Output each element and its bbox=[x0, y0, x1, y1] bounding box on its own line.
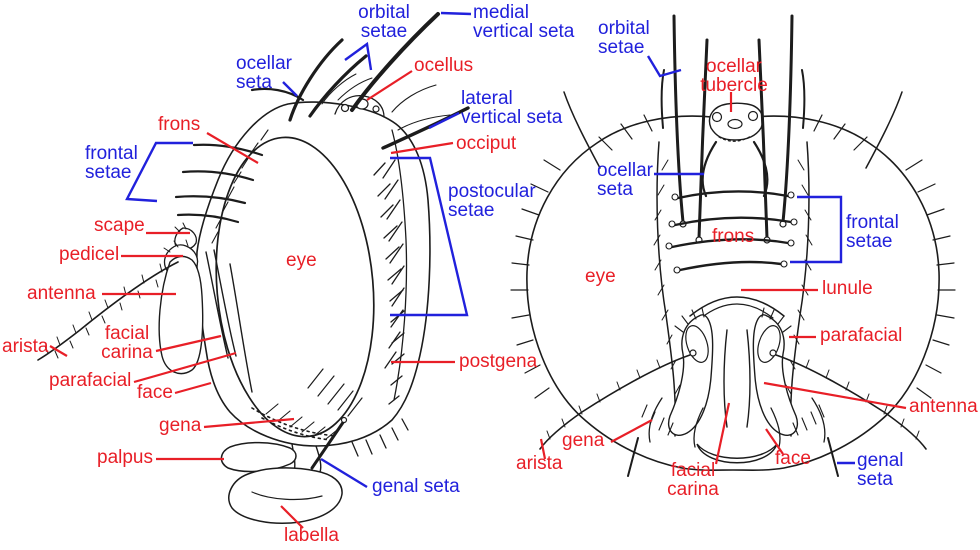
frontal-antennae bbox=[539, 307, 927, 450]
label-frontal-frons: frons bbox=[712, 226, 755, 247]
orbital-seta-bristle bbox=[308, 54, 368, 118]
arista-bristle bbox=[37, 261, 179, 361]
label-frontal-frontal-setae: frontal setae bbox=[846, 212, 899, 252]
label-frontal-eye: eye bbox=[585, 266, 616, 287]
medial-vertical-seta-bristle bbox=[350, 12, 440, 112]
label-lateral-eye: eye bbox=[286, 250, 317, 271]
frons-margins bbox=[656, 141, 810, 437]
label-frontal-ocellar-seta: ocellar seta bbox=[597, 160, 653, 200]
label-lateral-facial-carina: facial carina bbox=[101, 323, 153, 363]
ocellar-tubercle-shape bbox=[708, 102, 764, 142]
lateral-mouthparts bbox=[220, 441, 343, 524]
label-lateral-antenna: antenna bbox=[27, 283, 96, 304]
label-frontal-orbital-setae: orbital setae bbox=[598, 18, 650, 58]
label-lateral-postgena: postgena bbox=[459, 351, 538, 372]
label-frontal-lunule: lunule bbox=[822, 278, 873, 299]
flagellomere-shape bbox=[158, 255, 204, 375]
label-frontal-facial-carina: facial carina bbox=[667, 460, 719, 500]
orbital-seta-bristle bbox=[288, 38, 344, 122]
frontal-orbital-setae bbox=[660, 14, 806, 244]
label-lateral-arista: arista bbox=[2, 336, 49, 357]
frontal-frontal-setae bbox=[665, 190, 798, 274]
label-lateral-genal-seta: genal seta bbox=[372, 476, 460, 497]
frons-hatch-band bbox=[211, 129, 269, 244]
palpus-shape bbox=[220, 441, 297, 473]
label-frontal-parafacial: parafacial bbox=[820, 325, 903, 346]
lunule-inner-line bbox=[700, 303, 774, 319]
label-lateral-lateral-vertical-seta: lateral vertical seta bbox=[461, 88, 563, 128]
label-frontal-arista: arista bbox=[516, 453, 563, 474]
frontal-margin-bristles bbox=[510, 91, 956, 477]
lateral-view-drawing bbox=[37, 12, 470, 524]
leader-lines-frontal bbox=[539, 55, 907, 465]
label-frontal-face: face bbox=[775, 448, 811, 469]
lateral-antenna bbox=[37, 222, 204, 375]
label-lateral-labella: labella bbox=[284, 525, 339, 546]
label-lateral-orbital-setae: orbital setae bbox=[358, 2, 410, 42]
label-frontal-gena: gena bbox=[562, 430, 605, 451]
label-lateral-palpus: palpus bbox=[97, 447, 153, 468]
label-lateral-occiput: occiput bbox=[456, 133, 517, 154]
label-frontal-genal-seta: genal seta bbox=[857, 450, 904, 490]
label-frontal-ocellar-tubercle: ocellar tubercle bbox=[700, 56, 768, 96]
lunule-shape bbox=[689, 296, 785, 317]
label-lateral-scape: scape bbox=[94, 215, 145, 236]
postocular-setae-bristles bbox=[351, 159, 409, 457]
label-lateral-parafacial: parafacial bbox=[49, 370, 132, 391]
labella-shape bbox=[228, 467, 343, 524]
label-lateral-frons: frons bbox=[158, 114, 201, 135]
label-lateral-ocellar-seta: ocellar seta bbox=[236, 53, 292, 93]
arista-right-bristle bbox=[775, 354, 927, 450]
label-lateral-face: face bbox=[137, 382, 173, 403]
genal-seta-bristle bbox=[310, 416, 348, 470]
lateral-frontal-setae bbox=[174, 143, 264, 224]
frontal-head-outline bbox=[526, 115, 940, 471]
label-frontal-antenna: antenna bbox=[909, 396, 978, 417]
frontal-genal-seta-bristles bbox=[627, 437, 839, 477]
label-lateral-medial-vertical-seta: medial vertical seta bbox=[473, 2, 575, 42]
label-lateral-ocellus: ocellus bbox=[414, 55, 474, 76]
label-lateral-gena: gena bbox=[159, 415, 202, 436]
lateral-face-lines bbox=[205, 249, 253, 393]
arista-left-bristle bbox=[539, 354, 691, 450]
frontal-view-drawing bbox=[510, 14, 956, 477]
leader-lines-lateral bbox=[49, 11, 472, 529]
label-lateral-postocular-setae: postocular setae bbox=[448, 181, 536, 221]
label-lateral-frontal-setae: frontal setae bbox=[85, 143, 138, 183]
label-lateral-pedicel: pedicel bbox=[59, 244, 120, 265]
